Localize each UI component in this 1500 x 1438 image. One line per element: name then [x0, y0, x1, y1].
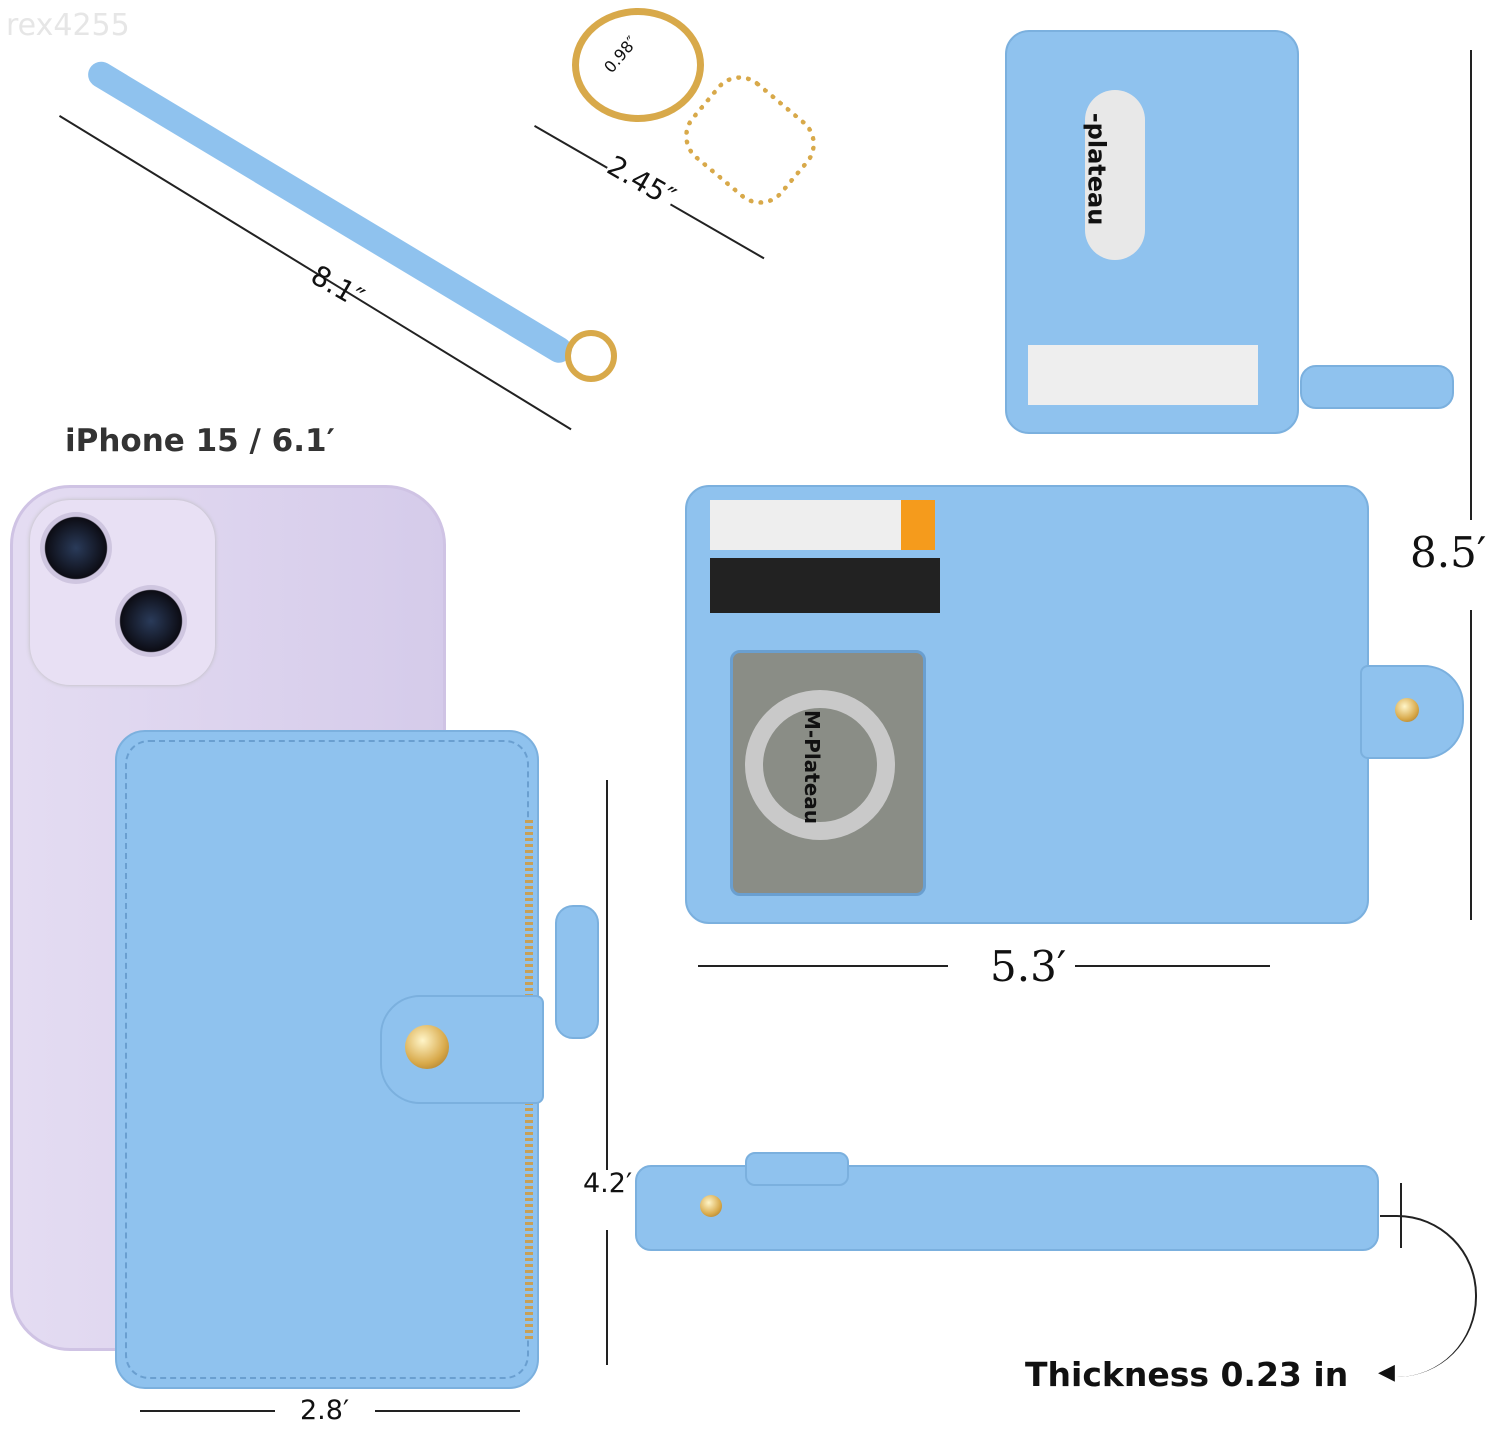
key-ring: [572, 8, 704, 122]
wrist-strap: [83, 56, 577, 368]
card-in-slot: [1028, 345, 1258, 405]
brand-card-text: -plateau: [1082, 112, 1111, 226]
curved-arrow: [1380, 1215, 1477, 1377]
width-dimension-line: [375, 1410, 520, 1412]
strap-clasp: [565, 330, 617, 382]
phone-label: iPhone 15 / 6.1′: [65, 423, 335, 459]
zip-pull-tab: [555, 905, 599, 1039]
snap-button: [405, 1025, 449, 1069]
credit-card: [710, 558, 940, 613]
eyelet: [700, 1195, 722, 1217]
zip-pull-tab: [1300, 365, 1454, 409]
snap-button: [1395, 698, 1419, 722]
brand-badge: [1085, 90, 1145, 260]
camera-lens: [115, 585, 187, 657]
closed-width-label: 2.8′: [300, 1395, 350, 1426]
brand-window-text: M-Plateau: [800, 709, 825, 825]
open-width-label: 5.3′: [990, 942, 1067, 991]
thickness-label: Thickness 0.23 in: [1025, 1355, 1349, 1394]
watermark: rex4255: [6, 8, 130, 43]
camera-lens: [40, 512, 112, 584]
width-dimension-line: [140, 1410, 275, 1412]
height-dimension-line: [606, 780, 608, 1170]
ring-length-label: 2.45″: [601, 149, 682, 214]
width-dimension-line: [1075, 965, 1270, 967]
open-height-label: 8.5′: [1410, 528, 1487, 577]
height-dimension-line: [1470, 610, 1472, 920]
width-dimension-line: [698, 965, 948, 967]
arrow-head-icon: ◀: [1378, 1360, 1395, 1385]
closed-height-label: 4.2′: [583, 1168, 633, 1199]
strap-length-label: 8.1″: [305, 258, 370, 315]
snap-flap: [745, 1152, 849, 1186]
credit-card: [710, 500, 935, 550]
height-dimension-line: [606, 1230, 608, 1365]
height-dimension-line: [1470, 50, 1472, 520]
